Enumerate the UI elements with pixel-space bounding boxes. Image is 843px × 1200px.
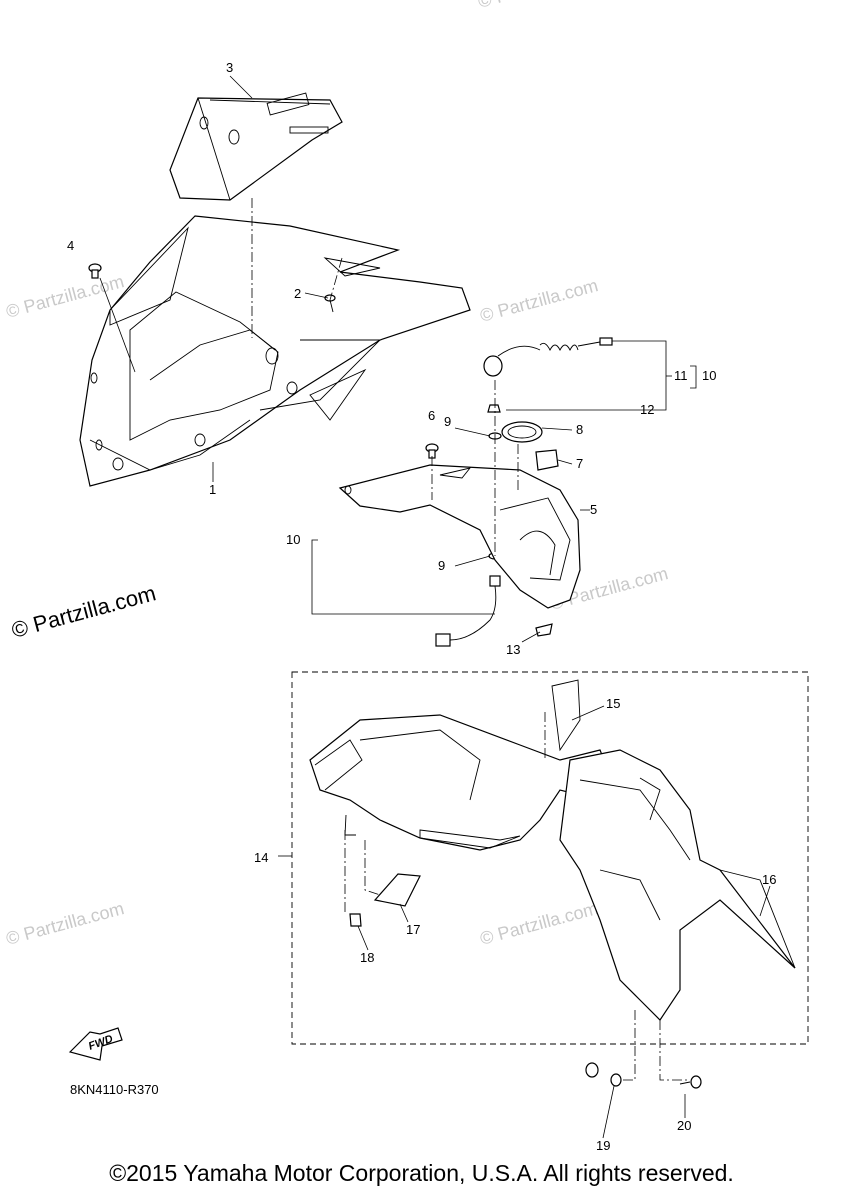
leader-line: [521, 631, 541, 643]
dash-line: [659, 1020, 688, 1081]
part-17-sticker: [373, 873, 421, 907]
part-12-cap: [487, 404, 501, 413]
leader-line: [759, 885, 771, 917]
part-20-screw: [679, 1075, 702, 1089]
callout-15: 15: [606, 696, 620, 711]
leader-line: [541, 427, 573, 431]
callout-3: 3: [226, 60, 233, 75]
callout-13: 13: [506, 642, 520, 657]
part-18-clip: [349, 913, 362, 927]
callout-17: 17: [406, 922, 420, 937]
bracket-line: [311, 539, 495, 615]
callout-8: 8: [576, 422, 583, 437]
part-11-tether: [483, 337, 613, 377]
leader-line: [602, 1085, 615, 1139]
leader-line: [571, 705, 605, 721]
part-15-panel: [309, 679, 611, 851]
callout-16: 16: [762, 872, 776, 887]
callout-9-top: 9: [444, 414, 451, 429]
part-7-switch: [535, 449, 559, 471]
leader-line: [304, 292, 329, 299]
callout-2: 2: [294, 286, 301, 301]
callout-4: 4: [67, 238, 74, 253]
group-box-14: [291, 671, 809, 1045]
callout-12: 12: [640, 402, 654, 417]
dash-line: [329, 257, 343, 301]
callout-11: 11: [674, 368, 688, 383]
leader-line: [99, 277, 136, 373]
watermark: © Partzilla.com: [4, 898, 126, 949]
part-19-fastener: [585, 1062, 622, 1087]
diagram-code: 8KN4110-R370: [70, 1082, 159, 1097]
part-8-ring: [501, 421, 543, 443]
part-5-panel: [338, 464, 581, 609]
callout-19: 19: [596, 1138, 610, 1153]
leader-line: [399, 903, 409, 923]
callout-18: 18: [360, 950, 374, 965]
leader-line: [557, 459, 573, 465]
callout-5: 5: [590, 502, 597, 517]
watermark: © Partzilla.com: [478, 898, 600, 949]
callout-10-top: 10: [702, 368, 716, 383]
main-watermark: © Partzilla.com: [9, 580, 159, 643]
watermark: © Partzilla.com: [476, 0, 598, 12]
part-13-clip: [535, 623, 553, 637]
part-4-bolt: [88, 263, 102, 279]
part-6-bolt: [425, 443, 439, 459]
dash-line: [364, 840, 381, 896]
part-2-screw: [324, 294, 336, 313]
callout-6: 6: [428, 408, 435, 423]
part-10-switch-wire: [435, 575, 501, 647]
dash-line: [617, 1010, 636, 1081]
bracket-line: [506, 340, 667, 411]
fwd-arrow-icon: FWD: [68, 1027, 123, 1061]
watermark: © Partzilla.com: [478, 275, 600, 326]
callout-20: 20: [677, 1118, 691, 1133]
callout-1: 1: [209, 482, 216, 497]
leader-line: [229, 75, 253, 99]
callout-10-left: 10: [286, 532, 300, 547]
leader-line: [454, 555, 491, 567]
leader-line: [357, 925, 369, 951]
callout-7: 7: [576, 456, 583, 471]
bracket-line: [690, 365, 697, 389]
copyright-notice: ©2015 Yamaha Motor Corporation, U.S.A. A…: [109, 1160, 734, 1186]
callout-14: 14: [254, 850, 268, 865]
part-16-panel: [559, 749, 796, 1021]
callout-9-bottom: 9: [438, 558, 445, 573]
leader-line: [454, 427, 491, 437]
part-3-cover: [169, 92, 343, 201]
part-1-hood: [79, 215, 471, 487]
